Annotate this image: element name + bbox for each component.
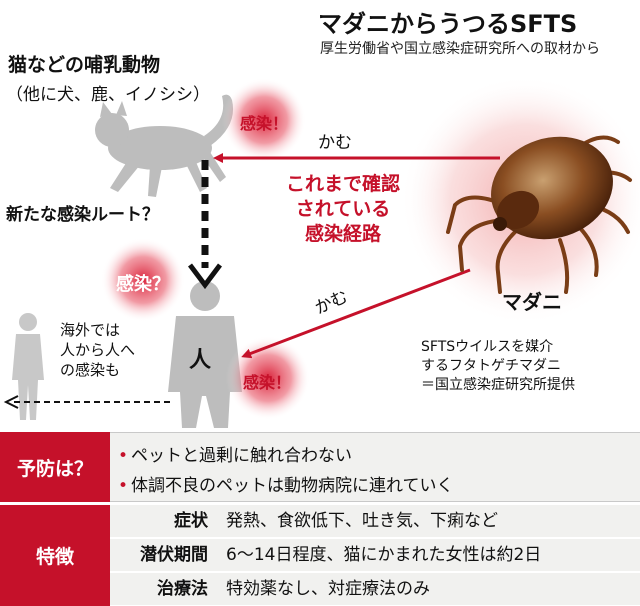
new-route-arrowhead (188, 263, 222, 290)
overseas-note-line: の感染も (60, 361, 121, 379)
overseas-note-line: 海外では (60, 321, 121, 339)
confirmed-route-line: 感染経路 (304, 223, 381, 245)
badge-human-infected: 感染！ (243, 373, 292, 392)
feature-value: 特効薬なし、対症療法のみ (226, 579, 430, 599)
prevention-list: •ペットと過剰に触れ合わない •体調不良のペットは動物病院に連れていく (110, 432, 640, 502)
bullet-icon: • (118, 476, 129, 496)
photo-caption: SFTSウイルスを媒介 するフタトゲチマダニ ＝国立感染症研究所提供 (421, 338, 640, 395)
confirmed-route-line: これまで確認 (285, 173, 400, 195)
tick-illustration (446, 135, 632, 294)
prevention-item-text: 体調不良のペットは動物病院に連れていく (131, 476, 454, 496)
feature-key: 治療法 (157, 579, 208, 599)
human-label: 人 (189, 348, 212, 373)
prevention-label: 予防は？ (0, 432, 110, 502)
prevention-item: •体調不良のペットは動物病院に連れていく (118, 471, 454, 496)
bite-label-top: かむ (318, 133, 352, 153)
feature-value: 発熱、食欲低下、吐き気、下痢など (226, 511, 498, 531)
human-silhouette (168, 281, 242, 428)
bite-arrow-human (241, 268, 471, 359)
feature-key: 症状 (174, 511, 208, 531)
overseas-route-arrowhead (3, 395, 19, 409)
feature-value: 6～14日程度、猫にかまれた女性は約2日 (226, 545, 542, 565)
photo-caption-line: ＝国立感染症研究所提供 (421, 377, 575, 393)
features-label: 特徴 (0, 505, 110, 606)
mammal-examples: （他に犬、鹿、イノシシ） (6, 85, 210, 105)
infographic-diagram: マダニからうつるSFTS 厚生労働省や国立感染症研究所への取材から 猫などの哺乳… (3, 10, 640, 428)
prevention-item-text: ペットと過剰に触れ合わない (131, 446, 353, 466)
cat-silhouette (95, 94, 234, 197)
source-note: 厚生労働省や国立感染症研究所への取材から (320, 41, 600, 57)
badge-cat-infected: 感染！ (240, 114, 289, 133)
feature-row-treatment: 治療法 特効薬なし、対症療法のみ (110, 573, 640, 605)
badge-cat-glow (222, 78, 306, 162)
prevention-item: •ペットと過剰に触れ合わない (118, 441, 352, 466)
badge-question-glow (101, 238, 185, 322)
page-title: マダニからうつるSFTS (318, 10, 578, 38)
confirmed-route-line: されている (295, 198, 391, 220)
tick-label: マダニ (502, 290, 562, 314)
bullet-icon: • (118, 446, 129, 466)
feature-key: 潜伏期間 (140, 545, 208, 565)
photo-caption-line: SFTSウイルスを媒介 (421, 339, 554, 355)
features-section: 特徴 症状 発熱、食欲低下、吐き気、下痢など 潜伏期間 6～14日程度、猫にかま… (0, 505, 640, 606)
photo-caption-line: するフタトゲチマダニ (421, 358, 561, 374)
feature-row-symptoms: 症状 発熱、食欲低下、吐き気、下痢など (110, 505, 640, 537)
new-route-label: 新たな感染ルート？ (6, 205, 159, 225)
feature-row-incubation: 潜伏期間 6～14日程度、猫にかまれた女性は約2日 (110, 539, 640, 571)
overseas-note: 海外では 人から人へ の感染も (60, 320, 170, 380)
confirmed-route-label: これまで確認 されている 感染経路 (268, 172, 418, 247)
overseas-note-line: 人から人へ (60, 341, 136, 359)
prevention-section: 予防は？ •ペットと過剰に触れ合わない •体調不良のペットは動物病院に連れていく (0, 432, 640, 502)
badge-question-infected: 感染？ (116, 274, 170, 295)
overseas-human-silhouette (12, 313, 44, 420)
diagram-graphics (3, 75, 640, 428)
mammal-heading: 猫などの哺乳動物 (8, 54, 161, 76)
